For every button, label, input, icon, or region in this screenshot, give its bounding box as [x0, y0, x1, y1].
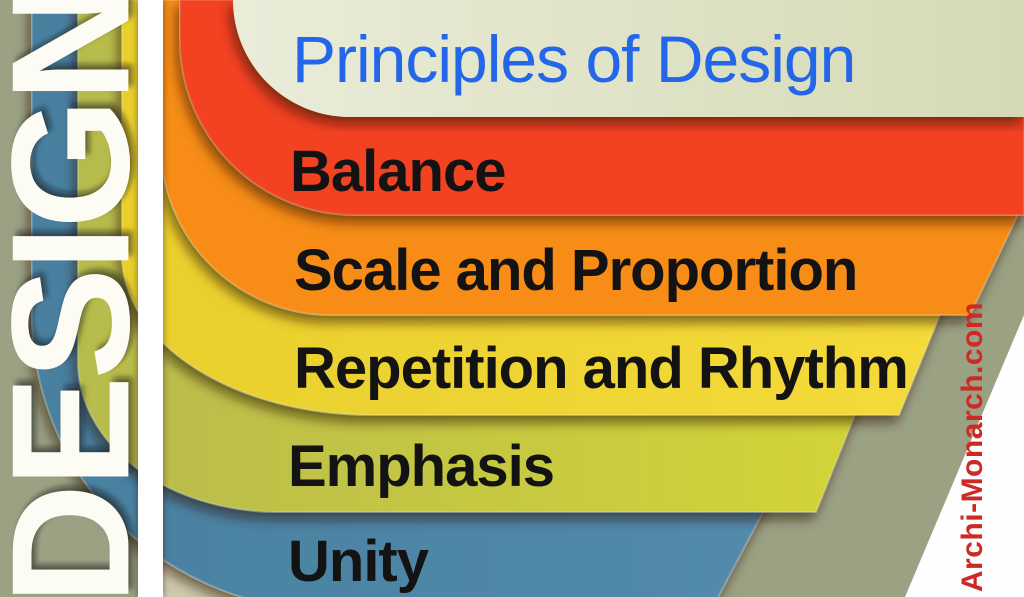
corner-wedge — [905, 315, 1024, 597]
band-label-balance: Balance — [290, 139, 505, 204]
watermark-text: Archi-Monarch.com — [956, 302, 989, 592]
band-label-unity: Unity — [288, 529, 429, 594]
band-label-emphasis: Emphasis — [288, 434, 554, 499]
design-vertical-text: DESIGN — [0, 0, 164, 597]
band-label-repetition-and-rhythm: Repetition and Rhythm — [294, 336, 908, 401]
title-band-shape — [233, 0, 1024, 117]
band-label-scale-and-proportion: Scale and Proportion — [294, 238, 857, 303]
divider-strip — [138, 0, 163, 597]
page-title: Principles of Design — [292, 22, 855, 96]
